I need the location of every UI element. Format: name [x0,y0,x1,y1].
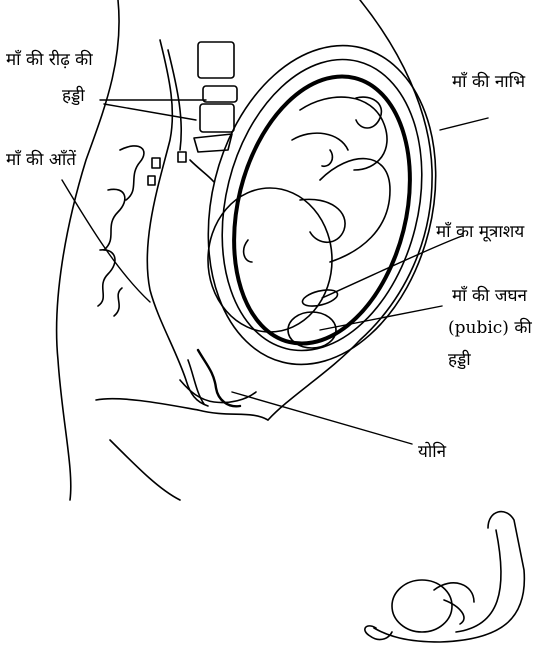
buttock-outline [96,399,198,410]
leader-navel [440,118,488,130]
uterus-outer-wall [176,21,468,389]
leader-vagina [232,392,412,444]
amniotic-sac [208,58,437,363]
label-bladder: माँ का मूत्राशय [436,222,524,242]
leader-pubic [320,306,442,330]
label-navel: माँ की नाभि [452,72,525,92]
spine-vertebrae [190,42,237,182]
fetus-leg-lower [292,133,348,150]
mother-arm [374,512,524,642]
label-intestines: माँ की आँतें [6,150,76,170]
label-pubic-line2: (pubic) की [448,318,532,338]
leg-line [110,440,180,500]
intestine-loops [98,146,186,316]
bladder [301,287,339,309]
leader-spine-2 [104,104,196,120]
label-vagina: योनि [418,442,446,462]
uterus-inner-wall [193,38,451,372]
cervix [198,350,240,406]
baby-in-arm-illustration [365,512,525,642]
fetus-head [208,188,332,332]
label-spine-line1: माँ की रीढ़ की [6,50,93,70]
fetus-cord [322,150,332,166]
label-spine-line2: हड्डी [62,86,85,106]
thigh-outline [198,410,268,420]
label-pubic-line1: माँ की जघन [452,286,527,306]
fetus-ear [244,240,252,262]
mother-back-outline [57,0,119,500]
label-pubic-line3: हड्डी [448,350,471,370]
